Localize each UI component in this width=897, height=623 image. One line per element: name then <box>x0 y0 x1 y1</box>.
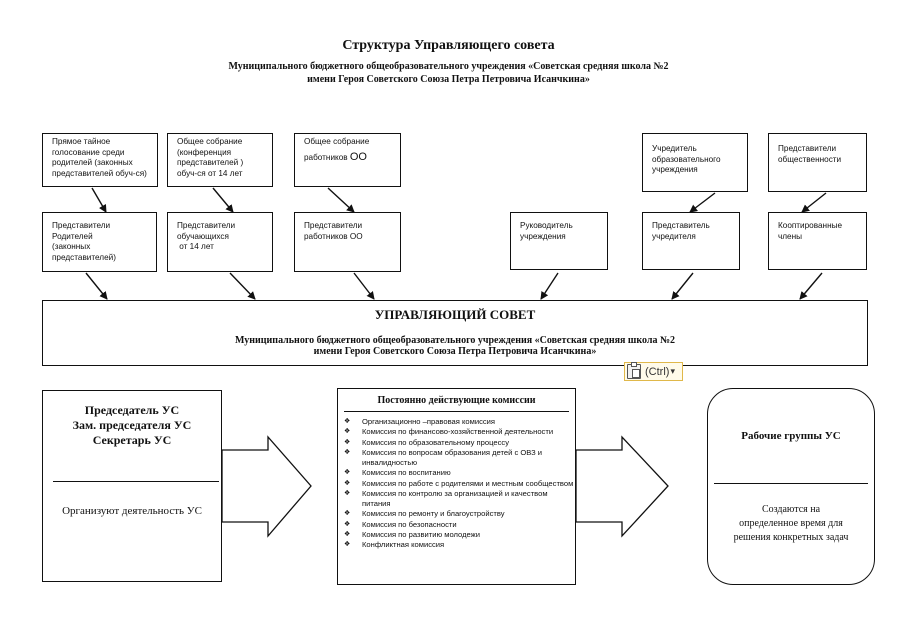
committee-item: Конфликтная комиссия <box>338 540 575 550</box>
committee-item: Комиссия по воспитанию <box>338 468 575 478</box>
committees-divider <box>344 411 569 412</box>
source-line: голосование среди <box>52 147 125 157</box>
rep-line: Руководитель <box>520 221 573 230</box>
rep-line: работников ОО <box>304 231 363 241</box>
committees-list: Организационно –правовая комиссия Комисс… <box>338 417 575 550</box>
diagram-title: Структура Управляющего совета <box>342 38 555 53</box>
source-line: общественности <box>778 154 842 164</box>
leadership-divider <box>53 481 219 482</box>
source-box-founder: Учредитель образовательного учреждения <box>642 133 748 192</box>
council-box: УПРАВЛЯЮЩИЙ СОВЕТ Муниципального бюджетн… <box>42 300 868 366</box>
arrow-founder-source <box>689 192 716 213</box>
committees-title: Постоянно действующие комиссии <box>377 395 536 406</box>
working-groups-title: Рабочие группы УС <box>741 430 841 442</box>
rep-line: Представители <box>177 221 236 230</box>
leadership-line: Зам. председателя УС <box>72 418 192 432</box>
source-line: представителей обуч-ся) <box>52 168 147 178</box>
working-groups-divider <box>714 483 868 484</box>
source-line: Общее собрание <box>304 137 370 146</box>
source-line: Общее собрание <box>177 137 243 146</box>
arrow-director-rep <box>540 272 559 300</box>
committee-item: Комиссия по образовательному процессу <box>338 438 575 448</box>
source-box-public: Представители общественности <box>768 133 867 192</box>
source-line: образовательного <box>652 154 721 164</box>
source-line: обуч-ся от 14 лет <box>177 168 243 178</box>
arrow-public-source <box>801 192 827 213</box>
council-title: УПРАВЛЯЮЩИЙ СОВЕТ <box>374 307 536 322</box>
leadership-note: Организуют деятельность УС <box>62 505 202 517</box>
diagram-subtitle-line2: имени Героя Советского Союза Петра Петро… <box>307 74 590 85</box>
source-line: представителей ) <box>177 158 244 168</box>
leadership-line: Председатель УС <box>84 403 180 417</box>
source-line: работников ОО <box>304 150 396 164</box>
rep-line: Представители <box>52 221 111 230</box>
committee-item: Комиссия по контролю за организацией и к… <box>338 489 575 510</box>
arrow-students-rep <box>229 272 256 300</box>
working-groups-box: Рабочие группы УС Создаются на определен… <box>707 388 875 585</box>
arrow-founder-rep <box>671 272 694 300</box>
rep-line: от 14 лет <box>177 242 214 252</box>
diagram-subtitle-line1: Муниципального бюджетного общеобразовате… <box>228 61 669 72</box>
arrow-parents-source <box>91 187 107 213</box>
source-line: Учредитель <box>652 144 697 153</box>
committee-item: Комиссия по вопросам образования детей с… <box>338 448 575 469</box>
clipboard-icon <box>627 362 641 379</box>
council-line2: имени Героя Советского Союза Петра Петро… <box>313 346 597 357</box>
source-line-abbr: ОО <box>349 150 367 163</box>
rep-line: Представитель <box>652 221 710 230</box>
block-arrow-left <box>221 435 312 538</box>
rep-line: представителей) <box>52 252 116 262</box>
source-box-students-meeting: Общее собрание (конференция представител… <box>167 133 273 187</box>
working-groups-line: Создаются на <box>761 504 821 515</box>
leadership-line: Секретарь УС <box>92 433 172 447</box>
rep-line: обучающихся <box>177 231 229 241</box>
leadership-box: Председатель УС Зам. председателя УС Сек… <box>42 390 222 582</box>
rep-line: учреждения <box>520 231 566 241</box>
committee-item: Организационно –правовая комиссия <box>338 417 575 427</box>
council-line1: Муниципального бюджетного общеобразовате… <box>234 335 676 346</box>
paste-options-button[interactable]: (Ctrl) ▾ <box>624 362 683 381</box>
source-line: родителей (законных <box>52 158 133 168</box>
working-groups-line: решения конкретных задач <box>733 532 849 543</box>
rep-box-students: Представители обучающихся от 14 лет <box>167 212 273 272</box>
rep-box-director: Руководитель учреждения <box>510 212 608 270</box>
arrow-workers-source <box>327 187 355 213</box>
arrow-students-source <box>212 187 234 213</box>
committee-item: Комиссия по безопасности <box>338 520 575 530</box>
paste-options-label: (Ctrl) <box>645 365 670 378</box>
source-line: Представители <box>778 144 837 153</box>
rep-box-coopted: Кооптированные члены <box>768 212 867 270</box>
rep-line: члены <box>778 231 803 241</box>
rep-line: учредителя <box>652 231 696 241</box>
arrow-coopted-rep <box>799 272 823 300</box>
working-groups-line: определенное время для <box>739 518 843 529</box>
committee-item: Комиссия по финансово-хозяйственной деят… <box>338 427 575 437</box>
block-arrow-right <box>575 435 669 538</box>
committee-item: Комиссия по работе с родителями и местны… <box>338 479 575 489</box>
source-box-parents-vote: Прямое тайное голосование среди родителе… <box>42 133 158 187</box>
rep-box-parents: Представители Родителей (законных предст… <box>42 212 157 272</box>
source-line: (конференция <box>177 147 232 157</box>
rep-line: Кооптированные <box>778 221 843 230</box>
chevron-down-icon: ▾ <box>670 366 675 376</box>
source-line-prefix: работников <box>304 152 350 162</box>
rep-box-founder: Представитель учредителя <box>642 212 740 270</box>
committees-box: Постоянно действующие комиссии Организац… <box>337 388 576 585</box>
rep-line: Представители <box>304 221 363 230</box>
arrow-workers-rep <box>353 272 375 300</box>
committee-item: Комиссия по развитию молодежи <box>338 530 575 540</box>
arrow-parents-rep <box>85 272 108 300</box>
rep-line: Родителей <box>52 231 93 241</box>
source-line: учреждения <box>652 165 698 175</box>
source-box-workers-meeting: Общее собрание работников ОО <box>294 133 401 187</box>
rep-box-workers: Представители работников ОО <box>294 212 401 272</box>
committee-item: Комиссия по ремонту и благоустройству <box>338 509 575 519</box>
source-line: Прямое тайное <box>52 137 111 146</box>
rep-line: (законных <box>52 242 91 252</box>
